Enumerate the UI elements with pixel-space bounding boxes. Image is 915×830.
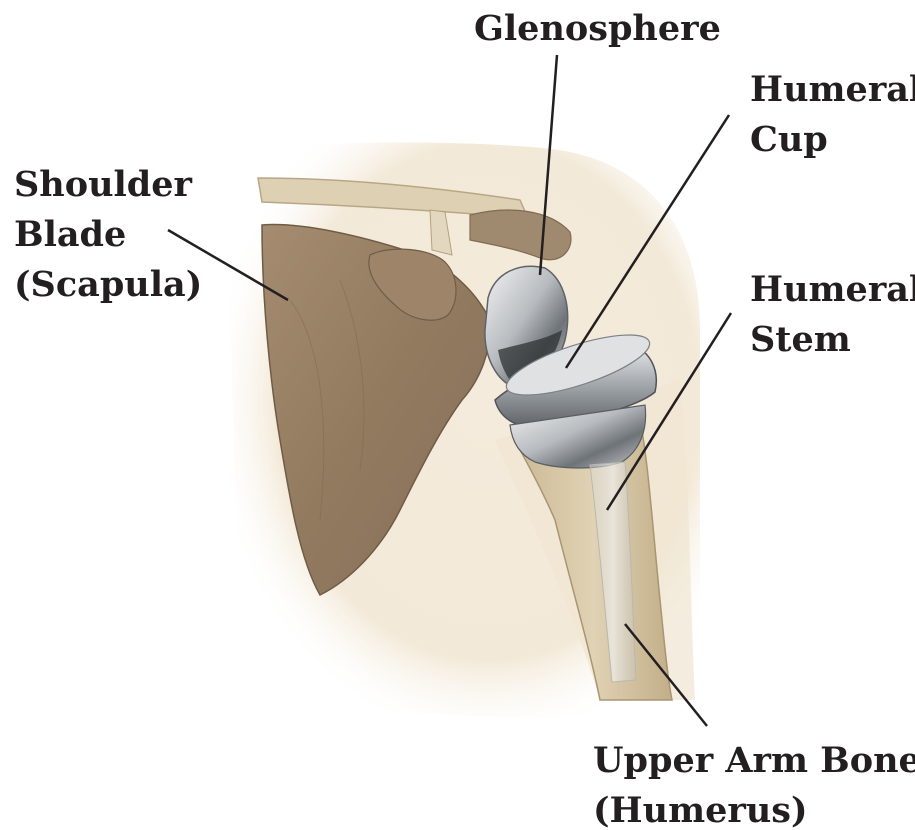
label-humeral-stem-line-1: Humeral bbox=[750, 265, 915, 315]
label-humeral-cup-line-2: Cup bbox=[750, 115, 915, 165]
label-upper-arm-bone: Upper Arm Bone (Humerus) bbox=[593, 736, 915, 830]
label-shoulder-blade-line-1: Shoulder bbox=[14, 160, 202, 210]
label-humeral-stem: Humeral Stem bbox=[750, 265, 915, 365]
label-shoulder-blade-line-2: Blade bbox=[14, 210, 202, 260]
label-shoulder-blade-line-3: (Scapula) bbox=[14, 260, 202, 310]
label-glenosphere: Glenosphere bbox=[474, 4, 721, 54]
label-humeral-cup: Humeral Cup bbox=[750, 65, 915, 165]
label-humeral-stem-line-2: Stem bbox=[750, 315, 915, 365]
label-upper-arm-bone-line-1: Upper Arm Bone bbox=[593, 736, 915, 786]
label-glenosphere-line-1: Glenosphere bbox=[474, 4, 721, 54]
label-shoulder-blade: Shoulder Blade (Scapula) bbox=[14, 160, 202, 310]
label-upper-arm-bone-line-2: (Humerus) bbox=[593, 786, 915, 830]
label-humeral-cup-line-1: Humeral bbox=[750, 65, 915, 115]
